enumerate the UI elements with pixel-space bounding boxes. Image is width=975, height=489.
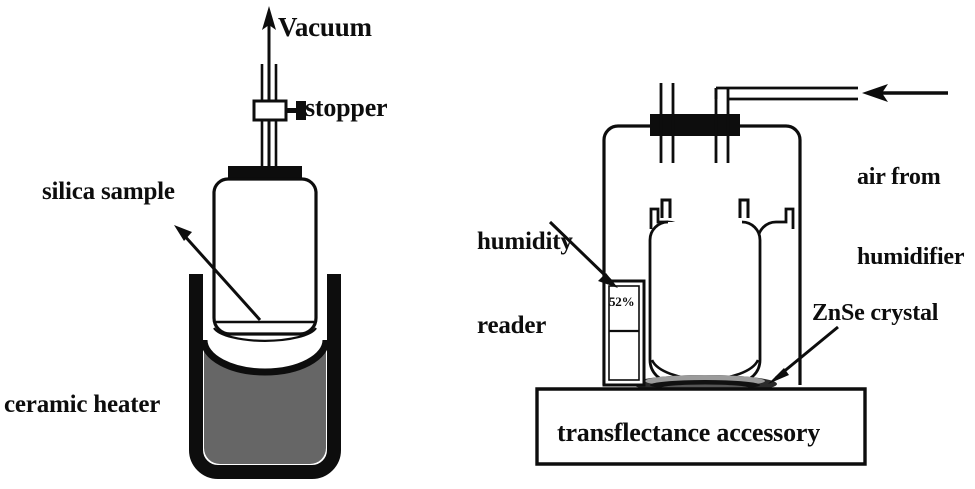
label-air-from-humidifier: air from humidifier [857,110,965,325]
stopper-valve-icon [252,99,306,122]
label-vacuum: Vacuum [278,12,372,42]
transflectance-accessory-base [535,387,867,466]
label-transflectance-accessory: transflectance accessory [557,418,821,447]
right-apparatus-group [535,83,948,466]
label-humidity-reader-line1: humidity [477,228,573,255]
air-flow-arrow-icon [862,84,948,102]
vial-cap [228,166,302,180]
ceramic-heater-wall [189,274,341,479]
vent-tube [659,83,675,163]
label-stopper: stopper [305,93,388,122]
znse-crystal-arrow [768,325,839,384]
ceramic-heater-fill [204,345,326,464]
silica-sample-arrow [174,225,262,322]
air-inlet-tube [714,86,858,101]
inlet-tube-vertical [714,88,730,163]
humidity-reader-arrow [548,220,618,288]
label-ceramic-heater: ceramic heater [4,391,161,418]
label-znse-crystal: ZnSe crystal [812,300,939,326]
inner-vessel-sides [648,198,762,384]
label-air-from-humidifier-line1: air from [857,163,941,190]
label-air-from-humidifier-line2: humidifier [857,244,965,271]
label-humidity-reader-line2: reader [477,312,547,339]
left-apparatus-group [174,6,341,479]
humidity-reading-value: 52% [609,294,635,309]
sample-vial-body [212,177,318,336]
chamber-cap [650,114,740,136]
heater-medium-meniscus [200,339,330,376]
label-humidity-reader: humidity reader [477,172,573,396]
label-silica-sample: silica sample [42,178,175,205]
humidity-reader-display [602,279,646,387]
vial-bottom-gap [213,327,317,342]
